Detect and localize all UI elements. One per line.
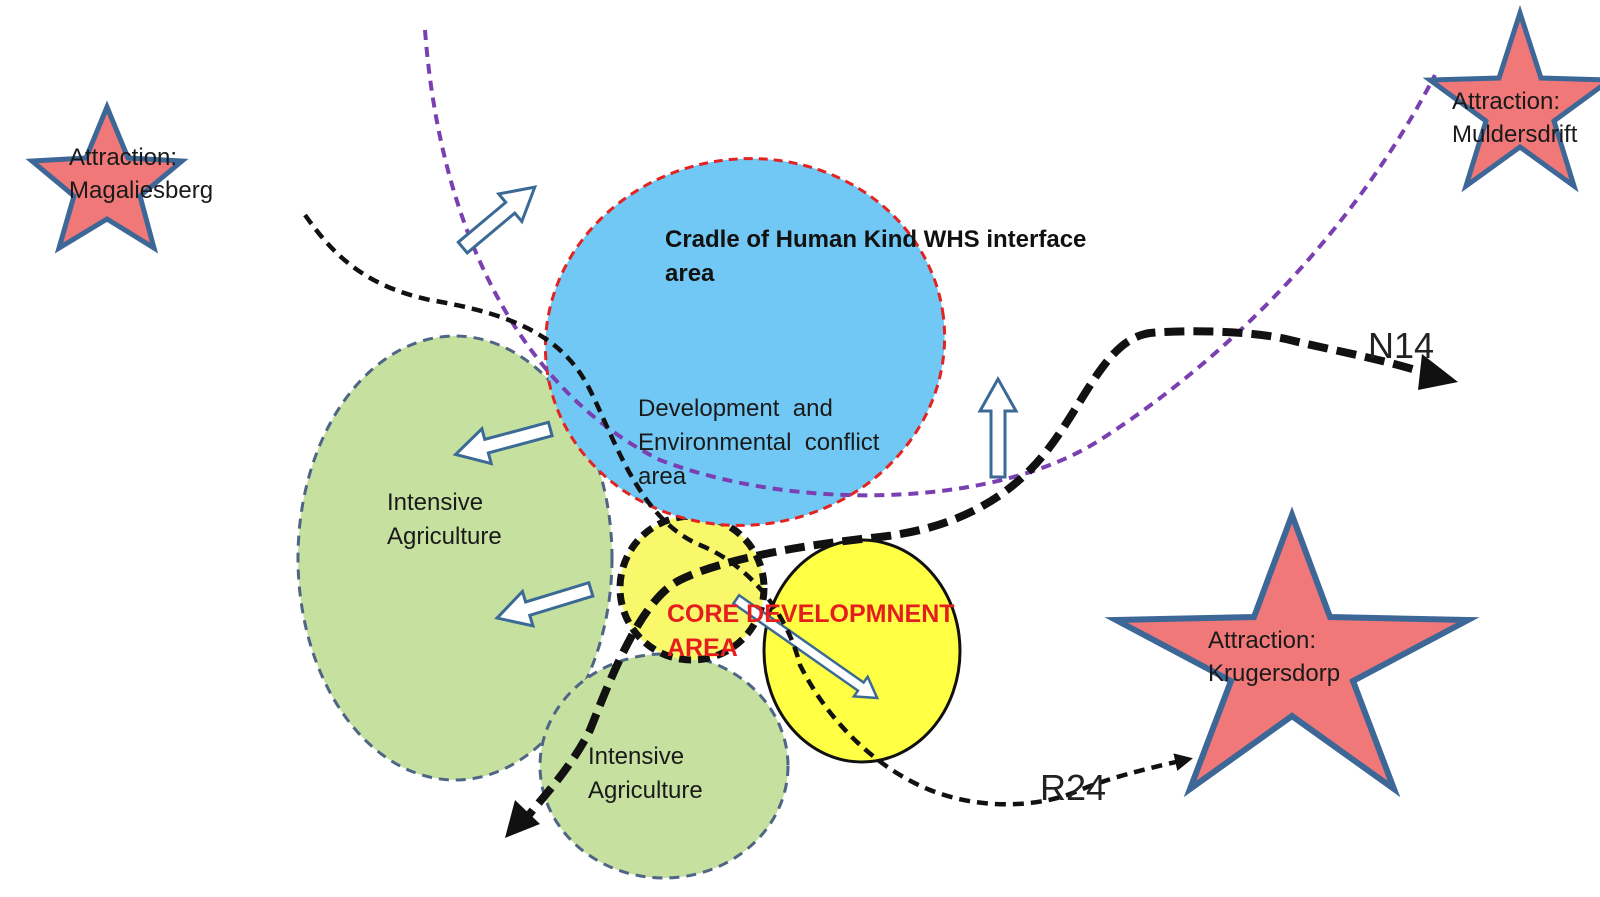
core-development-label: CORE DEVELOPMNENT: [667, 600, 955, 628]
core-development-label-line2: AREA: [667, 634, 738, 662]
agriculture-west-label: Intensive: [387, 489, 483, 516]
whs-interface-zone: [543, 157, 947, 527]
conflict-area-label-line3: area: [638, 463, 687, 490]
n14-south-arrowhead: [505, 800, 540, 838]
hollow-arrow-icon: [452, 420, 554, 466]
attraction-krugersdorp-label: Attraction:: [1208, 627, 1316, 654]
agriculture-zone-south: [538, 652, 790, 880]
conflict-area-label-line2: Environmental conflict: [638, 429, 880, 456]
star-icon: [1422, 4, 1600, 193]
hollow-arrow-icon: [977, 375, 1019, 479]
hollow-arrow-icon: [494, 580, 595, 628]
core-development-zone-solid: [762, 538, 962, 764]
agriculture-south-label: Intensive: [588, 743, 684, 770]
star-icon: [1104, 506, 1480, 798]
attraction-muldersdrift-label: Attraction:: [1452, 88, 1560, 115]
attraction-muldersdrift-name: Muldersdrift: [1452, 121, 1578, 148]
whs-zone-label-line2: area: [665, 260, 715, 287]
attraction-magaliesberg-label: Attraction:: [69, 144, 177, 171]
hollow-arrow-icon: [456, 185, 538, 256]
road-r24-label: R24: [1040, 767, 1106, 808]
hollow-arrow-icon: [731, 593, 880, 700]
agriculture-west-label-line2: Agriculture: [387, 523, 502, 550]
agriculture-zone-west: [296, 334, 614, 782]
n14-east-arrowhead: [1418, 354, 1458, 390]
road-n14: [521, 327, 1442, 823]
star-icon: [25, 100, 189, 254]
attraction-krugersdorp-name: Krugersdorp: [1208, 660, 1340, 687]
whs-boundary-line: [423, 29, 1437, 498]
agriculture-south-label-line2: Agriculture: [588, 777, 703, 804]
whs-zone-label: Cradle of Human Kind WHS interface: [665, 226, 1086, 253]
core-development-zone-dashed: [616, 512, 768, 664]
attraction-magaliesberg-name: Magaliesberg: [69, 177, 213, 204]
road-northwest-route: [303, 213, 1193, 807]
conflict-area-label: Development and: [638, 395, 833, 422]
road-n14-label: N14: [1368, 325, 1434, 366]
